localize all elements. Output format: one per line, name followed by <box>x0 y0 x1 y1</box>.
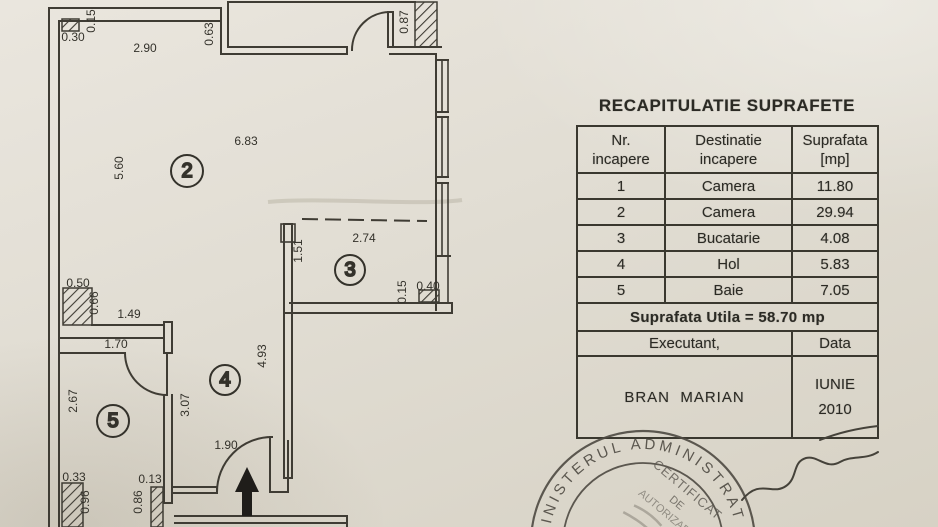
room-5-number: 5 <box>107 410 118 432</box>
room-4-marker: 4 <box>209 364 241 396</box>
row-dest: Bucatarie <box>664 224 793 252</box>
header-sup-line2: [mp] <box>820 150 850 168</box>
date-year: 2010 <box>818 401 852 418</box>
dim-label: 2.90 <box>133 41 157 55</box>
header-destinatie: Destinatie incapere <box>664 125 793 174</box>
row-sup: 7.05 <box>791 276 879 304</box>
dim-label: 0.66 <box>87 291 101 315</box>
header-nr-line1: Nr. <box>611 131 631 149</box>
dim-label: 1.49 <box>117 307 141 321</box>
row-sup: 11.80 <box>791 172 879 200</box>
row-dest: Hol <box>664 250 793 278</box>
row-nr: 1 <box>576 172 666 200</box>
signature-row: BRAN MARIAN IUNIE 2010 <box>576 355 879 439</box>
table-row: 4 Hol 5.83 <box>576 250 879 278</box>
header-suprafata: Suprafata [mp] <box>791 125 879 174</box>
room-4-number: 4 <box>219 369 230 391</box>
dim-label: 0.50 <box>66 276 90 290</box>
header-dest-line1: Destinatie <box>695 131 762 149</box>
row-dest: Baie <box>664 276 793 304</box>
total-usable-area: Suprafata Utila = 58.70 mp <box>576 302 879 332</box>
hatched-wall-piers <box>61 1 440 527</box>
dim-label: 0.30 <box>61 30 85 44</box>
table-row: 1 Camera 11.80 <box>576 172 879 200</box>
dim-label: 0.63 <box>202 22 216 46</box>
room-3-number: 3 <box>344 259 355 281</box>
header-dest-line2: incapere <box>699 150 758 168</box>
surface-recap-table: Nr. incapere Destinatie incapere Suprafa… <box>576 125 879 439</box>
data-label: Data <box>791 330 879 357</box>
row-nr: 5 <box>576 276 666 304</box>
room-3-marker: 3 <box>334 254 366 286</box>
dim-label: 1.70 <box>104 337 128 351</box>
walls <box>48 1 453 527</box>
dim-label: 3.07 <box>178 393 192 417</box>
scan-smudge <box>267 198 463 205</box>
row-dest: Camera <box>664 198 793 226</box>
header-nr: Nr. incapere <box>576 125 666 174</box>
dimension-labels: 0.30 0.15 2.90 0.63 0.87 6.83 5.60 2.74 … <box>61 9 440 514</box>
row-sup: 5.83 <box>791 250 879 278</box>
executant-data-row: Executant, Data <box>576 330 879 357</box>
dim-label: 4.93 <box>255 344 269 368</box>
table-header-row: Nr. incapere Destinatie incapere Suprafa… <box>576 125 879 174</box>
row-nr: 2 <box>576 198 666 226</box>
table-row: 3 Bucatarie 4.08 <box>576 224 879 252</box>
room-2-number: 2 <box>181 160 192 182</box>
executant-label: Executant, <box>576 330 793 357</box>
table-row: 5 Baie 7.05 <box>576 276 879 304</box>
date-cell: IUNIE 2010 <box>791 355 879 439</box>
dim-label: 1.90 <box>214 438 238 452</box>
dim-label: 2.74 <box>352 231 376 245</box>
dim-label: 0.15 <box>84 9 98 33</box>
dim-label: 0.40 <box>416 279 440 293</box>
dim-label: 0.33 <box>62 470 86 484</box>
recap-table-section: RECAPITULATIE SUPRAFETE Nr. incapere Des… <box>576 94 879 439</box>
total-row: Suprafata Utila = 58.70 mp <box>576 302 879 332</box>
table-title: RECAPITULATIE SUPRAFETE <box>598 96 856 115</box>
dim-label: 0.86 <box>131 490 145 514</box>
header-nr-line2: incapere <box>592 150 650 168</box>
table-row: 2 Camera 29.94 <box>576 198 879 226</box>
dim-label: 0.15 <box>395 280 409 304</box>
header-sup-line1: Suprafata <box>802 131 868 149</box>
row-sup: 29.94 <box>791 198 879 226</box>
dim-label: 0.87 <box>397 10 411 34</box>
row-nr: 3 <box>576 224 666 252</box>
executant-name: BRAN MARIAN <box>576 355 793 439</box>
row-sup: 4.08 <box>791 224 879 252</box>
entrance-arrow-icon <box>235 467 259 516</box>
room-2-marker: 2 <box>170 154 204 188</box>
dim-label: 1.51 <box>291 239 305 263</box>
dim-label: 2.67 <box>66 389 80 413</box>
dim-label: 5.60 <box>112 156 126 180</box>
date-month: IUNIE <box>814 376 855 393</box>
room-5-marker: 5 <box>96 404 130 438</box>
row-dest: Camera <box>664 172 793 200</box>
row-nr: 4 <box>576 250 666 278</box>
dim-label: 6.83 <box>234 134 258 148</box>
dim-label: 0.96 <box>78 490 92 514</box>
dim-label: 0.13 <box>138 472 162 486</box>
